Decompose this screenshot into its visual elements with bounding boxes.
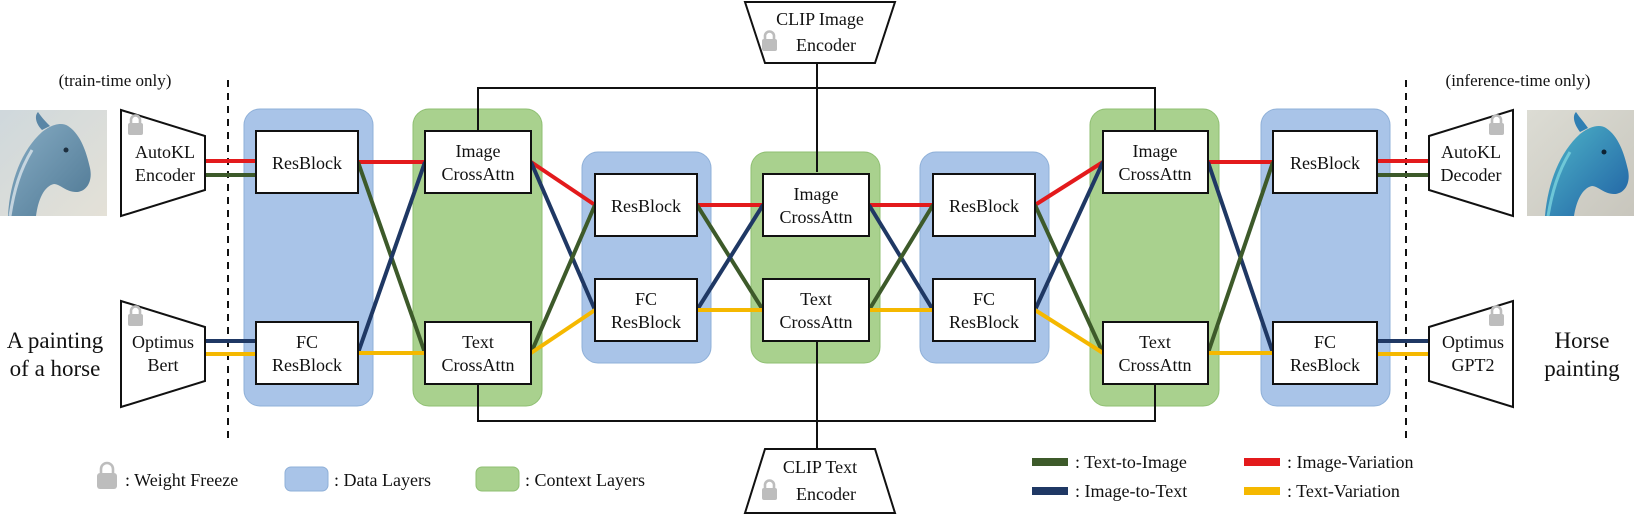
output-text-line-2: painting: [1544, 356, 1620, 381]
fc-resblock-2: FC ResBlock: [594, 278, 698, 342]
svg-text:FC: FC: [296, 332, 318, 352]
inference-time-note: (inference-time only): [1446, 71, 1591, 90]
clip-connections: [477, 63, 1156, 449]
train-time-note: (train-time only): [59, 71, 172, 90]
clip-image-encoder: CLIP Image Encoder: [743, 1, 897, 64]
fc-resblock-4: FC ResBlock: [1272, 321, 1378, 385]
svg-text:FC: FC: [973, 289, 995, 309]
svg-text:Optimus: Optimus: [132, 332, 194, 352]
input-horse-image: [0, 110, 107, 217]
output-text-line-1: Horse: [1555, 328, 1610, 353]
svg-text:Text: Text: [1139, 332, 1171, 352]
svg-text:: Image-to-Text: : Image-to-Text: [1075, 481, 1187, 501]
resblock-2: ResBlock: [594, 173, 698, 237]
svg-text:ResBlock: ResBlock: [611, 196, 681, 216]
text-crossattn-3: Text CrossAttn: [1102, 321, 1209, 385]
svg-text:Text: Text: [462, 332, 494, 352]
svg-text:CrossAttn: CrossAttn: [441, 355, 514, 375]
svg-text:ResBlock: ResBlock: [272, 355, 342, 375]
output-horse-image: [1527, 110, 1634, 217]
legend: : Weight Freeze : Data Layers : Context …: [97, 452, 1413, 501]
svg-text:: Context Layers: : Context Layers: [525, 470, 645, 490]
svg-text:CrossAttn: CrossAttn: [1118, 355, 1191, 375]
legend-text-variation: : Text-Variation: [1244, 481, 1400, 501]
legend-image-to-text: : Image-to-Text: [1032, 481, 1187, 501]
svg-text:FC: FC: [1314, 332, 1336, 352]
svg-text:Encoder: Encoder: [796, 484, 856, 504]
data-paths: [205, 159, 1429, 356]
image-crossattn-2: Image CrossAttn: [762, 173, 870, 237]
svg-text:Text: Text: [800, 289, 832, 309]
lock-icon: [762, 30, 777, 51]
svg-text:Encoder: Encoder: [796, 35, 856, 55]
autokl-decoder: AutoKL Decoder: [1428, 108, 1514, 218]
svg-text:ResBlock: ResBlock: [272, 153, 342, 173]
fc-resblock-1: FC ResBlock: [255, 321, 359, 385]
image-crossattn-3: Image CrossAttn: [1102, 130, 1209, 194]
svg-text:CrossAttn: CrossAttn: [1118, 164, 1191, 184]
svg-text:CLIP Image: CLIP Image: [776, 9, 864, 29]
resblock-4: ResBlock: [1272, 130, 1378, 194]
lock-icon: [1489, 114, 1504, 135]
svg-text:ResBlock: ResBlock: [1290, 355, 1360, 375]
svg-text:Image: Image: [794, 184, 839, 204]
legend-context-layers: : Context Layers: [475, 466, 645, 492]
legend-text-to-image: : Text-to-Image: [1032, 452, 1187, 472]
svg-text:AutoKL: AutoKL: [135, 142, 195, 162]
lock-icon: [97, 461, 117, 489]
resblock-1: ResBlock: [255, 130, 359, 194]
svg-text:Image: Image: [1133, 141, 1178, 161]
svg-text:: Weight Freeze: : Weight Freeze: [125, 470, 238, 490]
svg-text:CrossAttn: CrossAttn: [779, 312, 852, 332]
fc-resblock-3: FC ResBlock: [932, 278, 1036, 342]
svg-text:ResBlock: ResBlock: [611, 312, 681, 332]
optimus-bert: Optimus Bert: [120, 299, 206, 409]
legend-weight-freeze: : Weight Freeze: [97, 461, 238, 490]
svg-text:ResBlock: ResBlock: [1290, 153, 1360, 173]
resblock-3: ResBlock: [932, 173, 1036, 237]
svg-text:ResBlock: ResBlock: [949, 196, 1019, 216]
svg-text:: Text-to-Image: : Text-to-Image: [1075, 452, 1187, 472]
legend-data-layers: : Data Layers: [284, 466, 431, 492]
svg-text:ResBlock: ResBlock: [949, 312, 1019, 332]
svg-text:Encoder: Encoder: [135, 165, 195, 185]
input-text-line-1: A painting: [7, 328, 104, 353]
lock-icon: [128, 114, 143, 135]
lock-icon: [1489, 305, 1504, 326]
image-crossattn-1: Image CrossAttn: [424, 130, 532, 194]
svg-text:Image: Image: [456, 141, 501, 161]
svg-text:CrossAttn: CrossAttn: [441, 164, 514, 184]
svg-text:Optimus: Optimus: [1442, 332, 1504, 352]
svg-text:Bert: Bert: [148, 355, 179, 375]
optimus-gpt2: Optimus GPT2: [1428, 299, 1514, 409]
svg-text:: Image-Variation: : Image-Variation: [1287, 452, 1413, 472]
svg-text:: Data Layers: : Data Layers: [334, 470, 431, 490]
svg-text:GPT2: GPT2: [1451, 355, 1494, 375]
svg-text:: Text-Variation: : Text-Variation: [1287, 481, 1400, 501]
svg-text:CrossAttn: CrossAttn: [779, 207, 852, 227]
text-crossattn-2: Text CrossAttn: [762, 278, 870, 342]
svg-text:AutoKL: AutoKL: [1441, 142, 1501, 162]
svg-text:Decoder: Decoder: [1441, 165, 1502, 185]
lock-icon: [128, 305, 143, 326]
clip-text-encoder: CLIP Text Encoder: [743, 448, 897, 514]
svg-text:CLIP Text: CLIP Text: [783, 457, 857, 477]
text-crossattn-1: Text CrossAttn: [424, 321, 532, 385]
svg-text:FC: FC: [635, 289, 657, 309]
input-text-line-2: of a horse: [10, 356, 101, 381]
lock-icon: [762, 479, 777, 500]
autokl-encoder: AutoKL Encoder: [120, 108, 206, 218]
legend-image-variation: : Image-Variation: [1244, 452, 1413, 472]
